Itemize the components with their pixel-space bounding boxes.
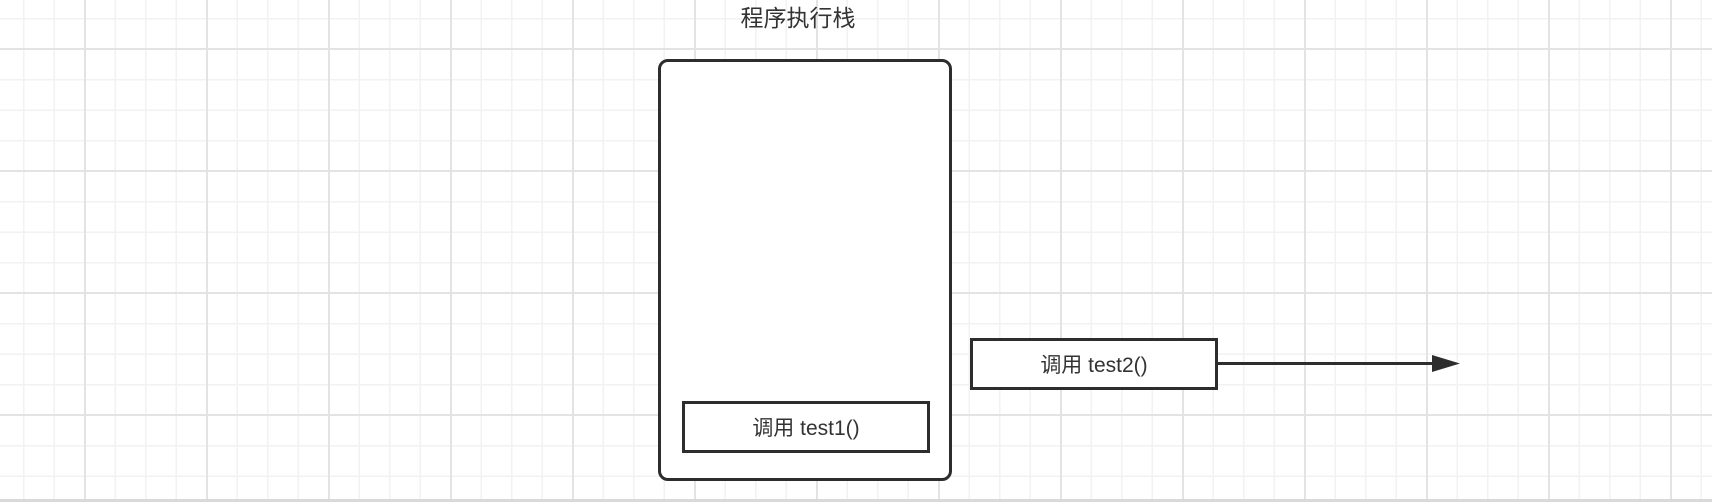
canvas-bottom-edge bbox=[0, 499, 1712, 502]
stack-frame-test2[interactable]: 调用 test2() bbox=[970, 338, 1218, 390]
execution-stack-container[interactable]: 调用 test1() bbox=[658, 59, 952, 481]
stack-frame-test1[interactable]: 调用 test1() bbox=[682, 401, 930, 453]
stack-frame-test2-label: 调用 test2() bbox=[1040, 354, 1148, 377]
call-arrow[interactable] bbox=[1218, 345, 1460, 383]
stack-frame-test1-label: 调用 test1() bbox=[752, 417, 860, 440]
arrow-head-icon bbox=[1432, 355, 1460, 372]
diagram-title[interactable]: 程序执行栈 bbox=[740, 5, 856, 31]
